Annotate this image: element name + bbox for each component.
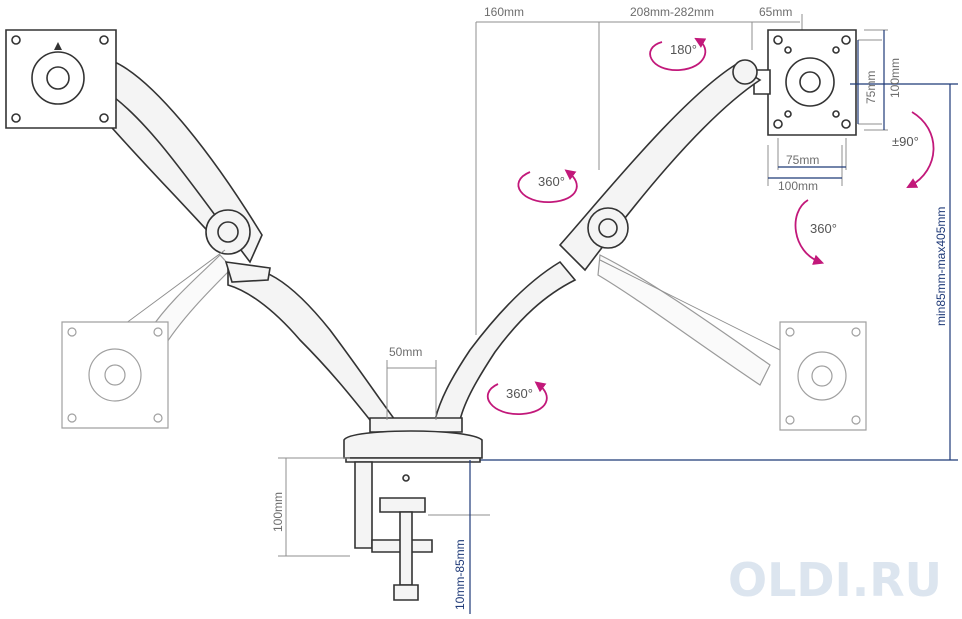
right-arm-upper (558, 59, 762, 272)
clamp-height-label: 100mm (271, 492, 285, 532)
vesa-horizontal-100: 100mm (778, 179, 818, 193)
dimension-160: 160mm (484, 5, 524, 19)
swivel-base-360-label: 360° (506, 386, 533, 401)
vesa-plate-top-right (753, 29, 857, 136)
clamp-dimension-lines (278, 457, 471, 614)
vesa-vertical-75: 75mm (864, 71, 878, 104)
height-dimension-lines (470, 83, 958, 461)
post-width-50: 50mm (389, 345, 422, 359)
dimension-208-282: 208mm-282mm (630, 5, 714, 19)
vesa-plate-top-left (5, 29, 117, 129)
vesa-vertical-100: 100mm (888, 58, 902, 98)
dimension-65: 65mm (759, 5, 792, 19)
swivel-left-360-label: 360° (538, 174, 565, 189)
post-width-dimension (386, 360, 437, 420)
left-arm-lower-ghost (61, 249, 233, 429)
right-arm-lower (433, 260, 577, 421)
swivel-right-360-label: 360° (810, 221, 837, 236)
right-arm-lower-ghost (597, 254, 867, 431)
desk-clamp (354, 461, 490, 601)
desk-thickness-label: 10mm-85mm (453, 539, 467, 610)
rotate-90-label: ±90° (892, 134, 919, 149)
rotation-arrows (486, 37, 935, 415)
vesa-dimension-lines (767, 29, 888, 186)
watermark-logo: OLDI.RU (728, 553, 942, 607)
tilt-180-label: 180° (670, 42, 697, 57)
vesa-horizontal-75: 75mm (786, 153, 819, 167)
left-arm-lower (224, 261, 397, 421)
left-arm-upper (91, 58, 263, 264)
center-post (343, 417, 483, 463)
top-dimension-lines (475, 14, 803, 335)
height-range-label: min85mm-max405mm (934, 207, 948, 326)
